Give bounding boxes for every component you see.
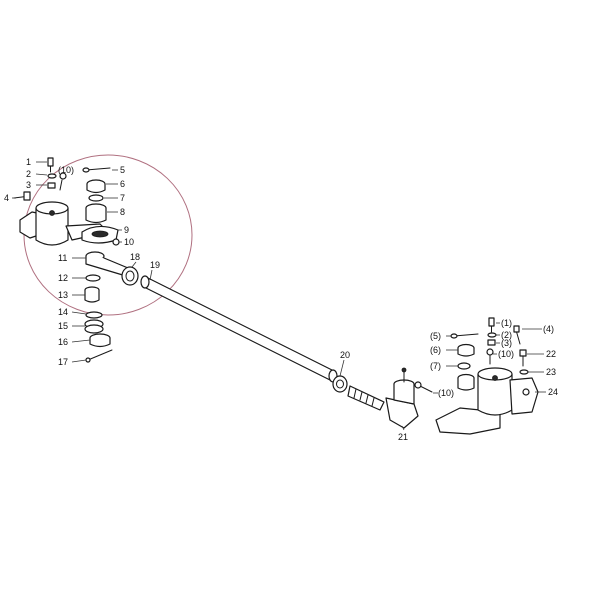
- label-16: 16: [58, 337, 68, 347]
- bolt-10r: [486, 348, 494, 365]
- nut-3r: [487, 339, 496, 346]
- pin-10a: [59, 172, 67, 191]
- label-18: 18: [130, 252, 140, 262]
- callout-labels: 1 2 3 4 (10) 5 6 7 8 9 10 11 12 13 14 15…: [4, 157, 558, 442]
- seal-12: [85, 274, 101, 282]
- pin-17: [87, 349, 113, 361]
- cap-16: [89, 333, 111, 348]
- label-14: 14: [58, 307, 68, 317]
- washer-7r: [457, 362, 471, 370]
- label-24: 24: [548, 387, 558, 397]
- label-r10: (10): [498, 349, 514, 359]
- label-20: 20: [340, 350, 350, 360]
- label-3: 3: [26, 180, 31, 190]
- tie-rod-end-21: [347, 367, 419, 429]
- label-5: 5: [120, 165, 125, 175]
- bolt-10: [112, 238, 120, 246]
- label-19: 19: [150, 260, 160, 270]
- spindle-13: [84, 286, 100, 303]
- nut-6r: [457, 343, 475, 357]
- label-r3: (3): [501, 338, 512, 348]
- label-r1: (1): [501, 318, 512, 328]
- washer-23: [519, 369, 529, 375]
- label-10a: (10): [58, 165, 74, 175]
- bolt-4: [13, 191, 31, 201]
- label-1: 1: [26, 157, 31, 167]
- nut-3: [47, 182, 56, 189]
- tie-rod-19: [140, 275, 338, 383]
- tie-rod-end-11: [85, 251, 129, 277]
- label-12: 12: [58, 273, 68, 283]
- clamp-18: [121, 266, 139, 286]
- label-15: 15: [58, 321, 68, 331]
- bolt-22: [519, 349, 527, 367]
- label-23: 23: [546, 367, 556, 377]
- spring-14: [85, 311, 103, 319]
- right-steering-arm: [435, 367, 539, 435]
- label-21: 21: [398, 432, 408, 442]
- label-r6: (6): [430, 345, 441, 355]
- label-11: 11: [58, 253, 67, 263]
- bushing-r: [457, 373, 475, 391]
- bushing-8: [85, 203, 107, 224]
- washer-7: [88, 194, 104, 202]
- washer-2: [47, 173, 57, 179]
- label-17: 17: [58, 357, 68, 367]
- spring-15: [84, 319, 104, 334]
- knuckle-arm-9: [81, 225, 119, 244]
- label-10b: (10): [438, 388, 454, 398]
- label-r4: (4): [543, 324, 554, 334]
- label-2: 2: [26, 169, 31, 179]
- castle-nut-6: [86, 179, 106, 194]
- label-7: 7: [120, 193, 125, 203]
- bolt-10b: [414, 381, 433, 393]
- washer-2r: [487, 332, 497, 338]
- bolt-1: [47, 157, 54, 173]
- leader-lines: [12, 161, 546, 431]
- label-6: 6: [120, 179, 125, 189]
- label-22: 22: [546, 349, 556, 359]
- label-10: 10: [124, 237, 134, 247]
- label-8: 8: [120, 207, 125, 217]
- label-r5: (5): [430, 331, 441, 341]
- label-9: 9: [124, 225, 129, 235]
- label-13: 13: [58, 290, 68, 300]
- label-r2: (2): [501, 330, 512, 340]
- pin-5r: [450, 333, 479, 339]
- label-r7: (7): [430, 361, 441, 371]
- label-4: 4: [4, 193, 9, 203]
- cotter-pin-5: [82, 167, 111, 173]
- clamp-20: [332, 375, 348, 393]
- bolt-4r: [513, 325, 521, 345]
- stud-1r: [488, 317, 495, 333]
